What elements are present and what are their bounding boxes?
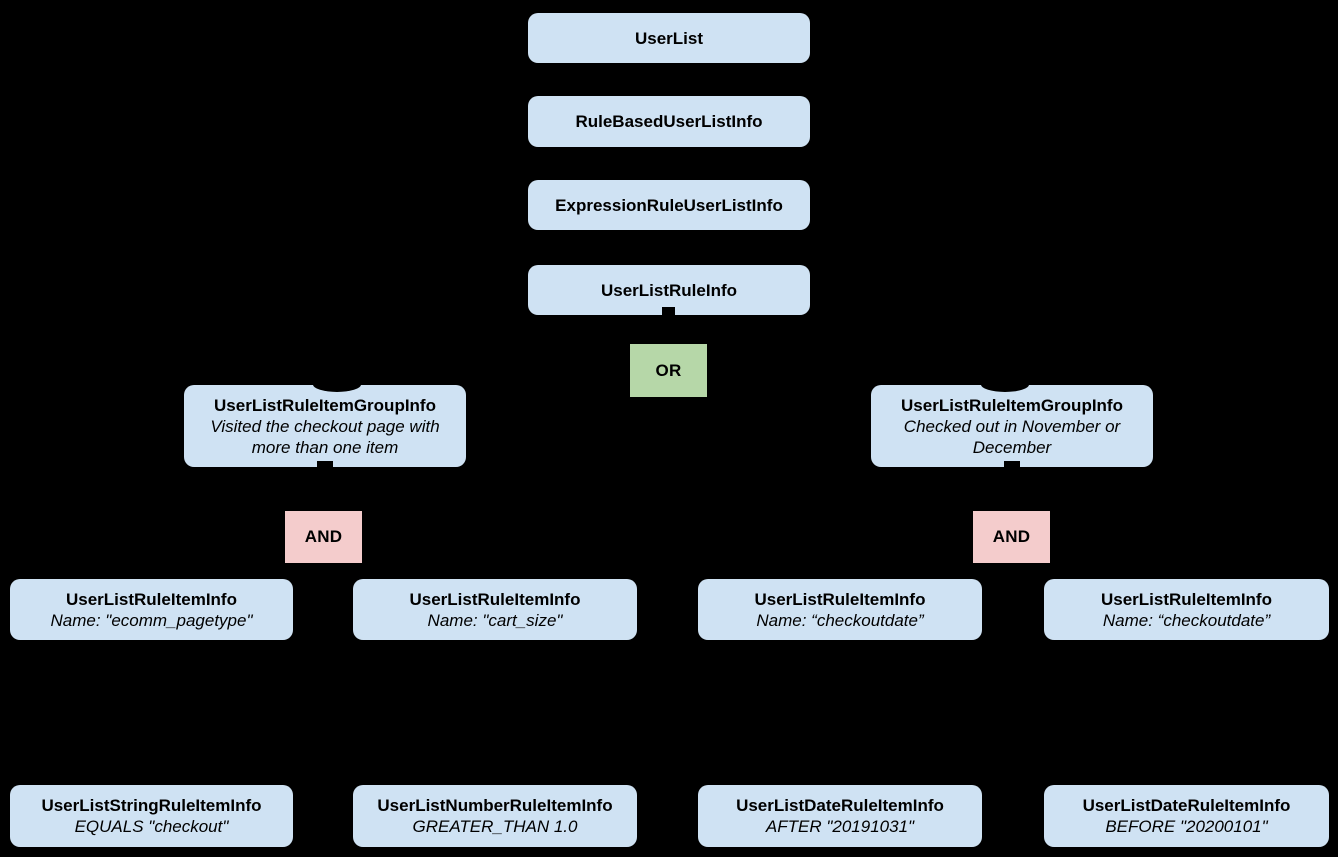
node-stringruleitem: UserListStringRuleItemInfo EQUALS "check… [10, 785, 293, 847]
node-label: UserListRuleInfo [600, 280, 738, 300]
connector-line-mark [1004, 461, 1020, 468]
node-subtitle: Name: "ecomm_pagetype" [50, 610, 253, 630]
node-numberruleitem: UserListNumberRuleItemInfo GREATER_THAN … [353, 785, 637, 847]
node-ruleitem-cart-size: UserListRuleItemInfo Name: "cart_size" [353, 579, 637, 640]
node-userlistruleinfo: UserListRuleInfo [528, 265, 810, 315]
node-title: UserListRuleItemInfo [66, 589, 237, 609]
node-title: UserListDateRuleItemInfo [736, 796, 944, 815]
node-title: UserListStringRuleItemInfo [41, 796, 262, 815]
and-operator-left: AND [285, 511, 362, 563]
or-operator: OR [630, 344, 707, 397]
connector-line-mark [317, 461, 333, 468]
arrow-curve-mark [981, 377, 1029, 392]
node-label: UserList [634, 28, 704, 48]
node-ruleitem-checkoutdate-1: UserListRuleItemInfo Name: “checkoutdate… [698, 579, 982, 640]
and-label: AND [992, 527, 1031, 546]
node-subtitle: AFTER "20191031" [765, 817, 915, 836]
node-subtitle: Name: “checkoutdate” [756, 610, 924, 630]
connector-line-mark [662, 307, 675, 315]
node-label: ExpressionRuleUserListInfo [555, 195, 783, 215]
node-title: UserListRuleItemInfo [409, 589, 581, 609]
node-subtitle: BEFORE "20200101" [1105, 817, 1268, 836]
node-subtitle: Name: “checkoutdate” [1102, 610, 1271, 630]
node-dateruleitem-before: UserListDateRuleItemInfo BEFORE "2020010… [1044, 785, 1329, 847]
node-label: RuleBasedUserListInfo [575, 112, 763, 131]
node-subtitle: Visited the checkout page with more than… [210, 416, 440, 457]
node-title: UserListRuleItemInfo [1101, 589, 1272, 609]
node-expressionruleuserlistinfo: ExpressionRuleUserListInfo [528, 180, 810, 230]
node-rulebaseduserlistinfo: RuleBasedUserListInfo [528, 96, 810, 147]
node-title: UserListNumberRuleItemInfo [377, 796, 613, 815]
node-title: UserListRuleItemGroupInfo [901, 395, 1123, 415]
and-operator-right: AND [973, 511, 1050, 563]
node-subtitle: EQUALS "checkout" [74, 817, 229, 836]
node-ruleitem-checkoutdate-2: UserListRuleItemInfo Name: “checkoutdate… [1044, 579, 1329, 640]
node-title: UserListDateRuleItemInfo [1082, 796, 1291, 815]
node-userlist: UserList [528, 13, 810, 63]
node-ruleitemgroup-left: UserListRuleItemGroupInfo Visited the ch… [184, 385, 466, 467]
node-subtitle: Checked out in November or December [903, 416, 1121, 457]
arrow-curve-mark [313, 377, 361, 392]
node-ruleitem-ecomm-pagetype: UserListRuleItemInfo Name: "ecomm_pagety… [10, 579, 293, 640]
or-label: OR [655, 360, 682, 380]
node-ruleitemgroup-right: UserListRuleItemGroupInfo Checked out in… [871, 385, 1153, 467]
node-subtitle: Name: "cart_size" [427, 610, 563, 630]
node-title: UserListRuleItemGroupInfo [214, 395, 436, 415]
node-title: UserListRuleItemInfo [754, 589, 926, 609]
and-label: AND [304, 527, 343, 546]
node-dateruleitem-after: UserListDateRuleItemInfo AFTER "20191031… [698, 785, 982, 847]
node-subtitle: GREATER_THAN 1.0 [412, 817, 578, 836]
